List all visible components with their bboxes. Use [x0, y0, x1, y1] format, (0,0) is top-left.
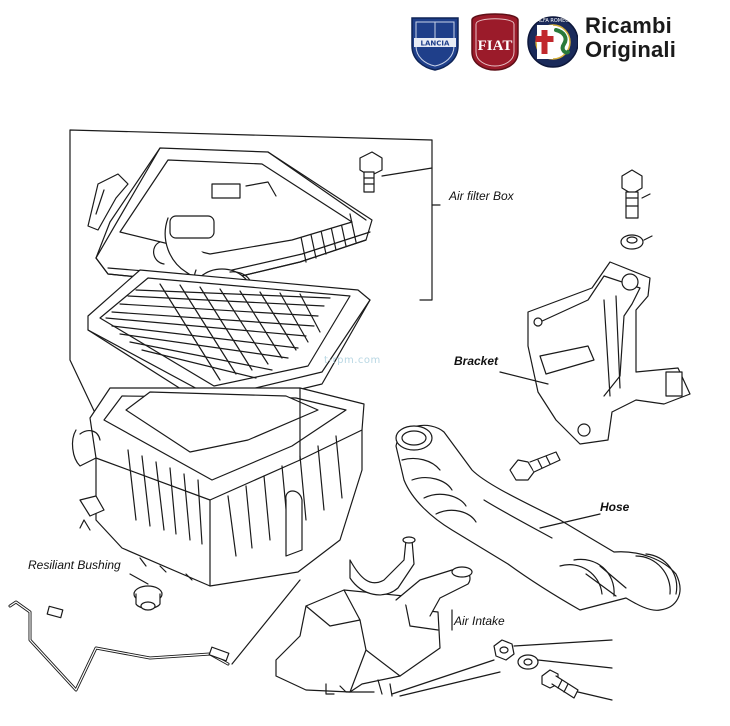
brand-title-line1: Ricambi — [585, 13, 672, 38]
hose-part — [395, 424, 681, 611]
intake-nut — [493, 639, 613, 661]
brand-logos: LANCIA FIAT ALFA ROMEO — [411, 13, 579, 71]
brand-title-line2: Originali — [585, 37, 677, 62]
bracket-part — [499, 261, 691, 445]
hose-bolt — [509, 451, 561, 481]
brand-title: Ricambi Originali — [585, 14, 676, 62]
watermark: t-rpm.com — [324, 355, 381, 366]
airbox-group-bracket — [69, 129, 441, 416]
cable-rod — [8, 579, 301, 692]
bracket-washer — [620, 234, 653, 250]
intake-washer — [517, 654, 613, 670]
bracket-bolt — [621, 169, 651, 219]
fiat-logo-text: FIAT — [478, 38, 513, 54]
fiat-logo: FIAT — [471, 13, 519, 71]
resiliant-bushing-part — [129, 573, 163, 611]
air-filter-element — [87, 269, 371, 411]
label-resiliant-bushing: Resiliant Bushing — [28, 558, 121, 572]
brand-header: LANCIA FIAT ALFA ROMEO Ricambi Originali — [408, 8, 708, 72]
lid-bolt — [359, 151, 433, 193]
alfa-romeo-logo: ALFA ROMEO — [527, 16, 579, 68]
lid-clip — [87, 173, 129, 231]
airbox-housing — [71, 387, 365, 587]
air-intake-part — [275, 536, 501, 697]
intake-bolt — [541, 669, 613, 701]
label-air-filter-box: Air filter Box — [449, 189, 514, 203]
lancia-logo: LANCIA — [411, 17, 459, 71]
label-hose: Hose — [600, 500, 630, 514]
lancia-logo-text: LANCIA — [421, 40, 450, 48]
label-air-intake: Air Intake — [454, 614, 505, 628]
label-bracket: Bracket — [454, 354, 499, 368]
alfa-romeo-logo-text: ALFA ROMEO — [537, 18, 570, 24]
